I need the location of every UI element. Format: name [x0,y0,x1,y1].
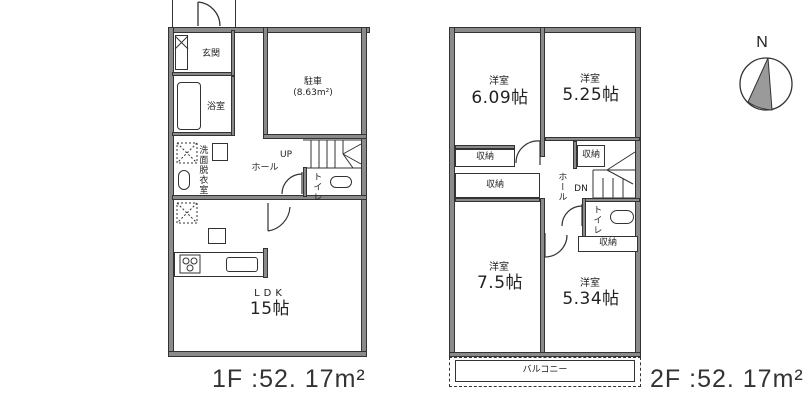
1f-wall-left [168,27,174,357]
1f-garage-wall-bottom [263,134,367,139]
2f-room3-wall-top [455,198,540,202]
toilet-label-2f: トイレ [591,205,602,235]
cross-box-icon [174,35,189,50]
up-label: UP [279,150,292,160]
kitchen-sink [226,257,258,272]
stove-icon [179,254,201,274]
hall-label-1f: ホール [251,163,279,173]
storage-3-label: 収納 [581,150,600,160]
toilet-bowl-1f [330,176,352,188]
storage-3 [577,145,605,167]
1f-toilet-wall [303,167,307,197]
western-room-2-label: 洋室 [580,74,600,85]
shoe-box [175,35,188,70]
1f-bath-wall-r [231,76,235,136]
door-swing-icon [561,204,583,227]
2f-storage3-wall [573,141,577,169]
door-swing-icon [544,233,568,258]
ldk-label: LDK [254,288,286,299]
floor-area-2f: 2F :52. 17m² [650,365,804,393]
1f-porch [172,0,236,28]
storage-2-label: 収納 [485,180,504,190]
toilet-label-1f: トイレ [311,172,322,202]
1f-wash-wall-bottom [172,195,367,200]
1f-wall-top-right [266,27,370,33]
2f-wall-south [449,352,641,357]
garage-size: (8.63m²) [293,88,333,98]
western-room-4-size: 5.34帖 [562,289,620,309]
fridge-icon [176,202,198,224]
storage-4-label: 収納 [598,238,617,248]
washroom-label: 洗面脱衣室 [197,145,208,195]
western-room-2-size: 5.25帖 [562,85,620,105]
door-swing-icon [281,172,303,195]
western-room-4-label: 洋室 [580,278,600,289]
floor-area-1f: 1F :52. 17m² [212,365,366,393]
down-label: DN [574,184,588,194]
1f-entrance-wall [172,72,234,76]
2f-wall-mid-low [540,198,545,358]
western-room-1-label: 洋室 [489,76,509,87]
storage-4 [578,236,638,252]
toilet-bowl-2f [610,210,634,224]
hall-label-2f: ホール [556,172,567,202]
storage-1-label: 収納 [475,152,494,162]
washing-machine-icon [176,142,198,164]
storage-1 [455,149,515,167]
2f-wall-top [449,27,641,33]
ldk-size: 15帖 [249,299,291,319]
compass-icon [739,57,793,111]
stairs-icon [303,139,362,169]
balcony-inner [455,360,635,382]
western-room-1-size: 6.09帖 [471,88,529,108]
storage-2 [455,173,540,198]
1f-bath-wall [172,132,234,136]
door-swing-icon [267,203,291,232]
entrance-label: 玄関 [201,49,220,59]
western-room-3-label: 洋室 [489,262,509,273]
2f-storage-wall [455,145,515,149]
sink [212,143,228,161]
balcony-label: バルコニー [522,365,568,375]
2f-wall-right [635,27,641,359]
door-swing-icon [515,140,541,165]
1f-entrance-wall-r [231,30,235,76]
bathtub [177,82,201,130]
1f-garage-wall-left [263,27,268,139]
2f-toilet-wall [582,198,640,202]
range-hood [208,228,226,244]
stairs-icon [592,151,636,199]
toilet-1f-wash [178,170,190,190]
1f-wall-bottom [168,351,367,357]
door-swing-icon [197,1,221,27]
bath-label: 浴室 [206,102,225,112]
2f-wall-mid [540,27,545,157]
garage-label: 駐車 [303,77,322,87]
north-label: N [756,34,768,51]
2f-room2-wall-bottom [545,137,640,141]
western-room-3-size: 7.5帖 [476,273,524,293]
1f-wall-right [361,27,367,357]
